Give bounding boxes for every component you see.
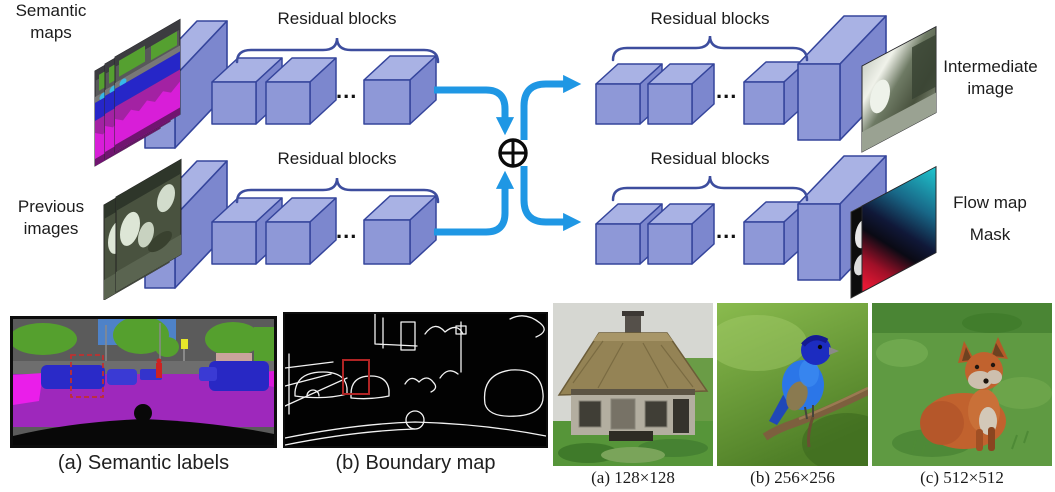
residual-blocks-label-top-right: Residual blocks xyxy=(650,9,770,28)
semantic-labels-image xyxy=(13,319,274,445)
residual-blocks-label-bottom-left: Residual blocks xyxy=(277,149,397,168)
ellipsis-bottom-left: ... xyxy=(336,218,358,243)
boundary-map-panel xyxy=(283,312,548,448)
semantic-maps-label: Semantic maps xyxy=(15,1,87,43)
ellipsis-bottom-right: ... xyxy=(716,218,738,243)
residual-blocks-top-left xyxy=(211,55,437,125)
residual-blocks-label-bottom-right: Residual blocks xyxy=(650,149,770,168)
residual-blocks-bottom-right xyxy=(595,201,807,265)
sample-caption-512: (c) 512×512 xyxy=(920,468,1004,487)
arrow-from-semantic-stream xyxy=(434,86,515,136)
arrow-to-image-decoder xyxy=(520,74,582,140)
previous-images-label: Previous images xyxy=(17,197,85,239)
ellipsis-top-right: ... xyxy=(716,78,738,103)
photo-cottage xyxy=(553,303,713,466)
flow-map-label: Flow map xyxy=(953,193,1027,212)
flow-map-thumbnail xyxy=(861,165,937,293)
brace-bottom-left xyxy=(235,177,440,204)
brace-top-right xyxy=(611,35,809,62)
arrow-from-image-stream xyxy=(434,170,515,236)
semantic-labels-panel xyxy=(10,316,277,448)
residual-blocks-label-top-left: Residual blocks xyxy=(277,9,397,28)
sample-caption-256: (b) 256×256 xyxy=(750,468,835,487)
photo-bird xyxy=(717,303,868,466)
architecture-diagram xyxy=(94,15,937,300)
boundary-map-image xyxy=(285,314,546,446)
sample-caption-128: (a) 128×128 xyxy=(591,468,675,487)
residual-blocks-top-right xyxy=(595,61,807,125)
brace-top-left xyxy=(235,37,440,64)
merge-arrows xyxy=(434,74,582,236)
circled-plus-icon xyxy=(498,138,528,168)
residual-blocks-bottom-left xyxy=(211,195,437,265)
brace-bottom-right xyxy=(611,175,809,202)
photo-fox xyxy=(872,303,1052,466)
intermediate-image-thumbnail xyxy=(861,25,937,153)
semantic-labels-caption: (a) Semantic labels xyxy=(57,452,230,474)
ellipsis-top-left: ... xyxy=(336,78,358,103)
residual-blocks-braces xyxy=(235,35,809,204)
boundary-map-caption: (b) Boundary map xyxy=(335,452,496,474)
arrow-to-flow-decoder xyxy=(520,166,582,232)
mask-label: Mask xyxy=(969,225,1011,244)
intermediate-image-label: Intermediate image xyxy=(943,57,1038,99)
